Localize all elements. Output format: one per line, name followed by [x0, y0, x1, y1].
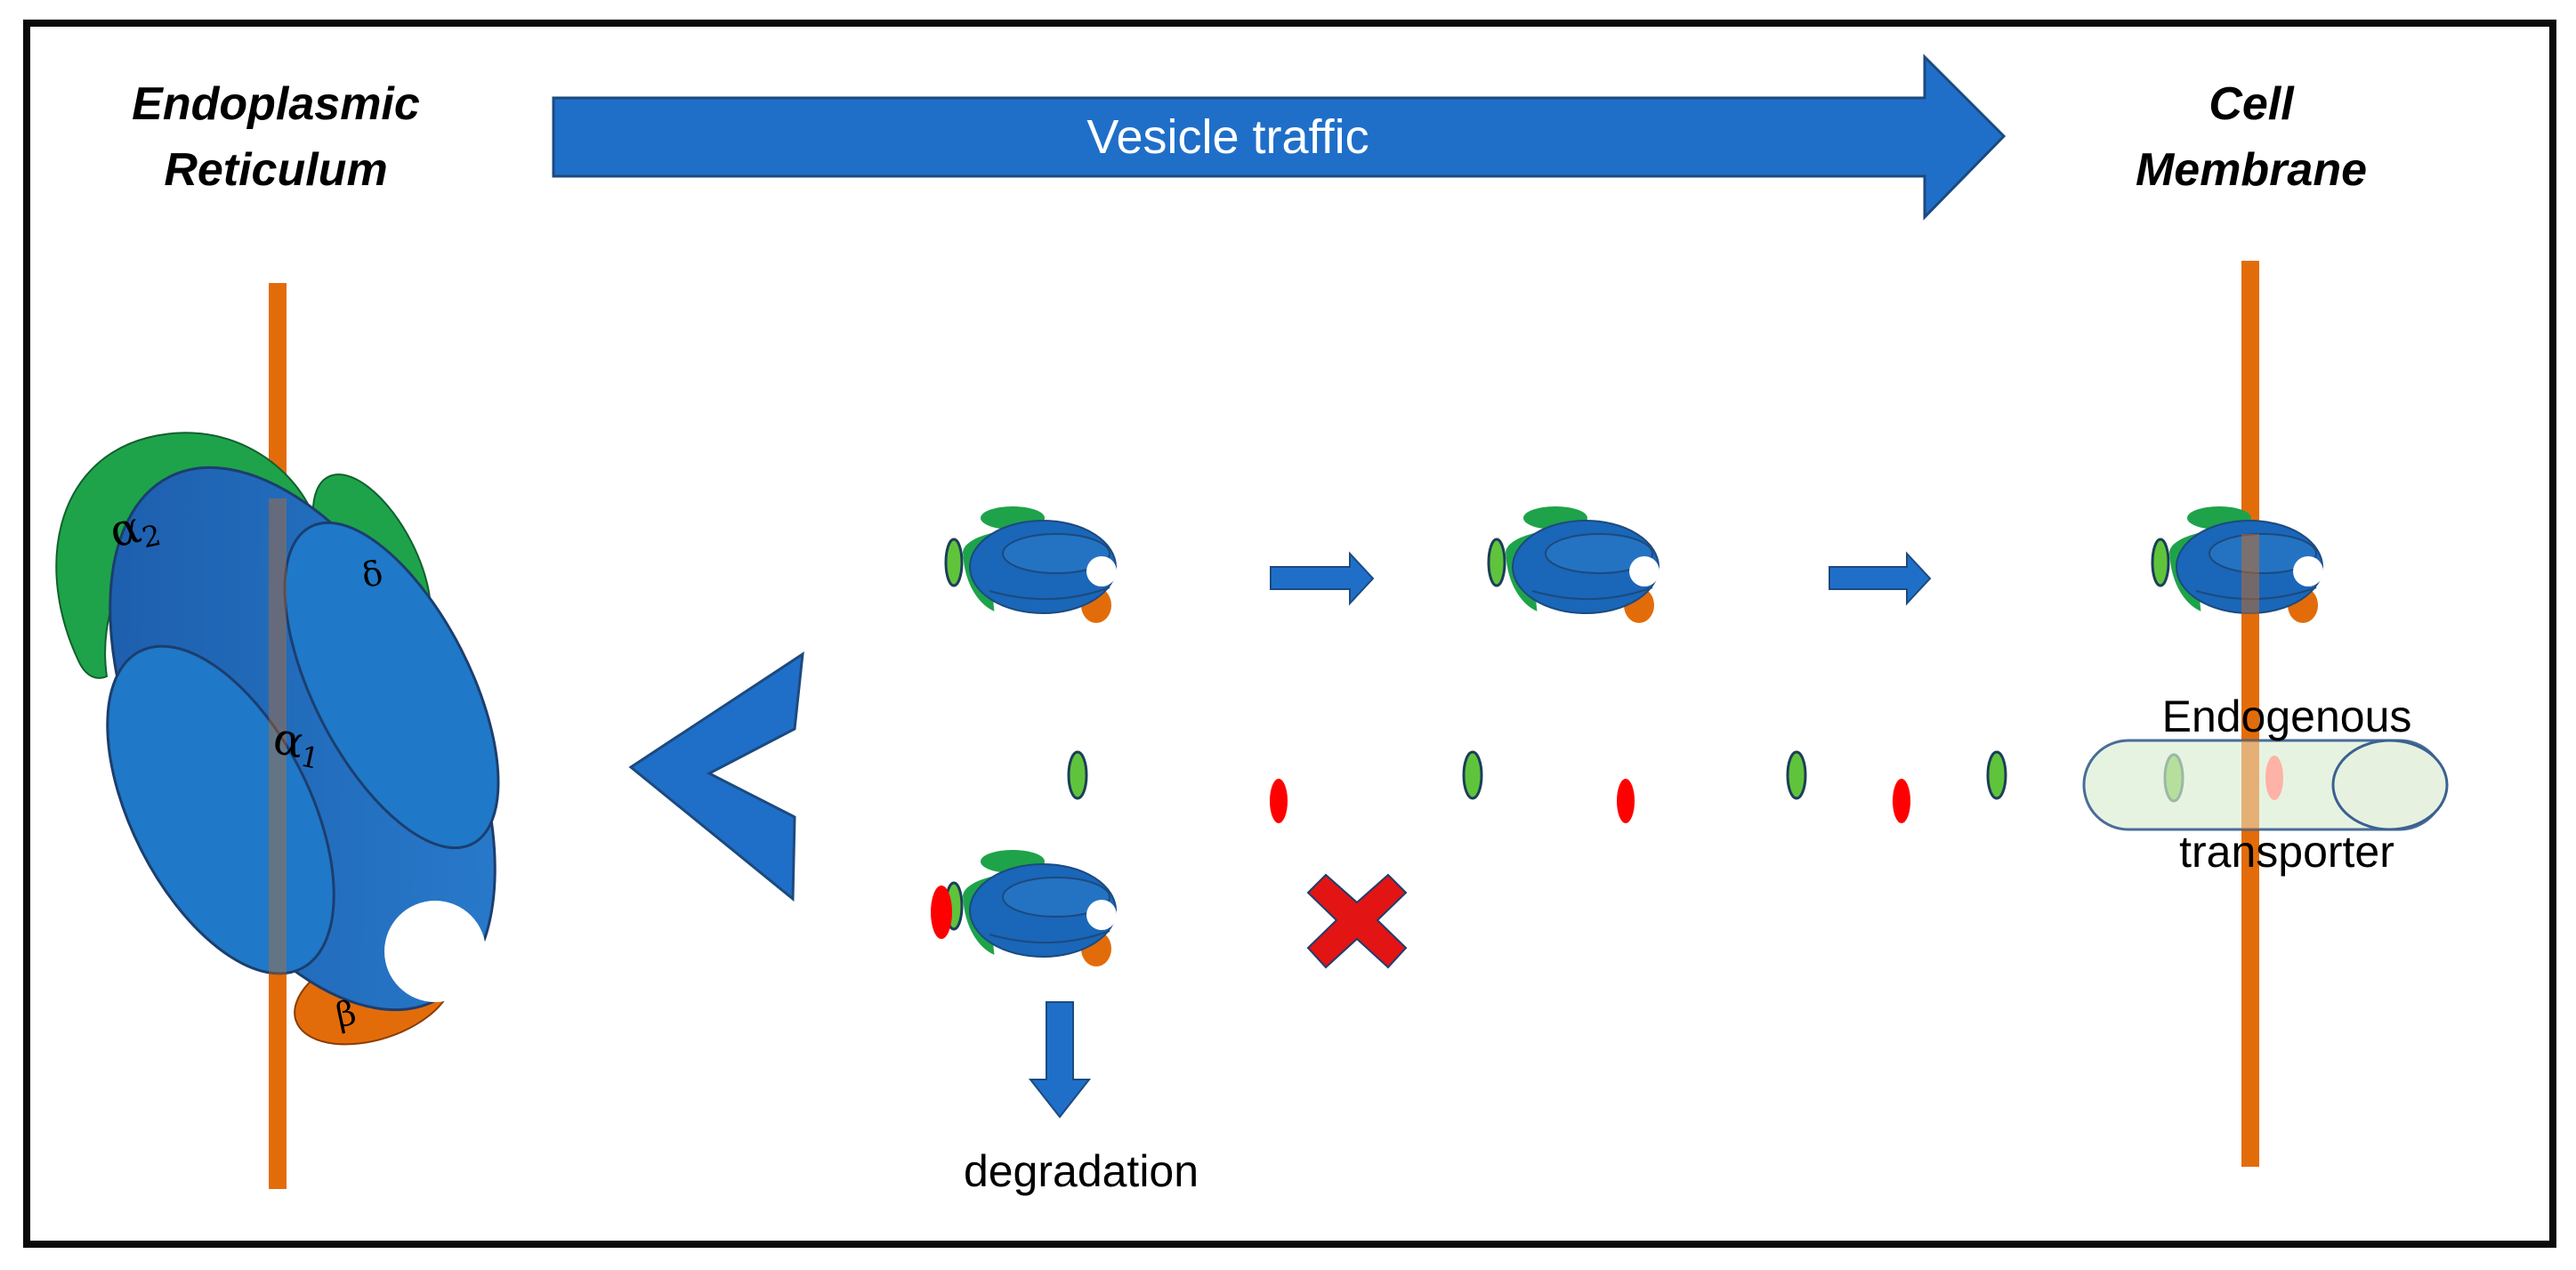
cell-membrane-title: Cell Membrane [2135, 78, 2368, 196]
endogenous-transporter [2082, 739, 2449, 831]
green-drug-3 [1786, 750, 1807, 800]
red-drug-2 [1617, 779, 1635, 823]
channel-at-membrane [2151, 505, 2325, 625]
red-drug-3 [1893, 779, 1910, 823]
vesicle-traffic-label: Vesicle traffic [1086, 110, 1369, 164]
green-drug-4 [1986, 750, 2007, 800]
figure-border [23, 20, 2556, 1248]
large-channel-complex: α2 α1 δ β [55, 432, 500, 1046]
vesicle-traffic-arrow [552, 53, 2007, 221]
channel-with-drug-er [944, 505, 1118, 625]
progress-arrow-1 [1270, 551, 1375, 606]
red-drug-1 [1270, 779, 1288, 823]
channel-with-red-compound [931, 848, 1118, 968]
transporter-label: transporter [2179, 827, 2394, 877]
degradation-arrow [1028, 1001, 1092, 1119]
channel-with-drug-transit [1487, 505, 1661, 625]
endogenous-label: Endogenous [2161, 692, 2412, 741]
bifurcation-arrow [628, 651, 804, 902]
white-pore-circle [384, 901, 486, 1002]
blocked-cross [1306, 873, 1408, 969]
green-drug-2 [1462, 750, 1483, 800]
er-title: Endoplasmic Reticulum [132, 78, 420, 196]
green-drug-1 [1067, 750, 1088, 800]
cell-membrane [2241, 261, 2259, 1167]
degradation-label: degradation [963, 1146, 1199, 1196]
progress-arrow-2 [1829, 551, 1932, 606]
